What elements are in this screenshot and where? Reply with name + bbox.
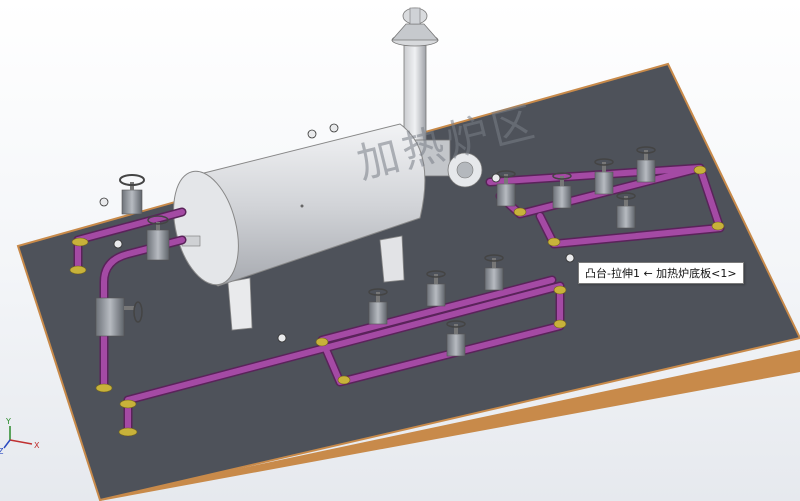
tank-supports <box>227 235 405 331</box>
gate-valves[interactable] <box>95 146 656 357</box>
triad-z-label: Z <box>0 447 4 456</box>
valve <box>426 270 446 307</box>
valve <box>496 170 516 207</box>
valve <box>446 320 466 357</box>
valve <box>368 288 388 325</box>
pressure-gauges[interactable] <box>99 123 575 343</box>
valve <box>594 158 614 195</box>
valve <box>636 146 656 183</box>
triad-x-label: X <box>34 441 40 450</box>
triad-y-label: Y <box>5 417 11 426</box>
valve <box>146 215 170 261</box>
valve <box>484 254 504 291</box>
boiler-tank[interactable] <box>163 123 426 292</box>
feature-tooltip: 凸台-拉伸1 ← 加热炉底板<1> <box>578 262 744 284</box>
valve <box>616 192 636 229</box>
coordinate-triad: Y X Z <box>0 417 40 456</box>
valve <box>119 174 145 215</box>
valve <box>552 172 572 209</box>
valve <box>95 297 143 337</box>
flanges <box>69 165 725 437</box>
